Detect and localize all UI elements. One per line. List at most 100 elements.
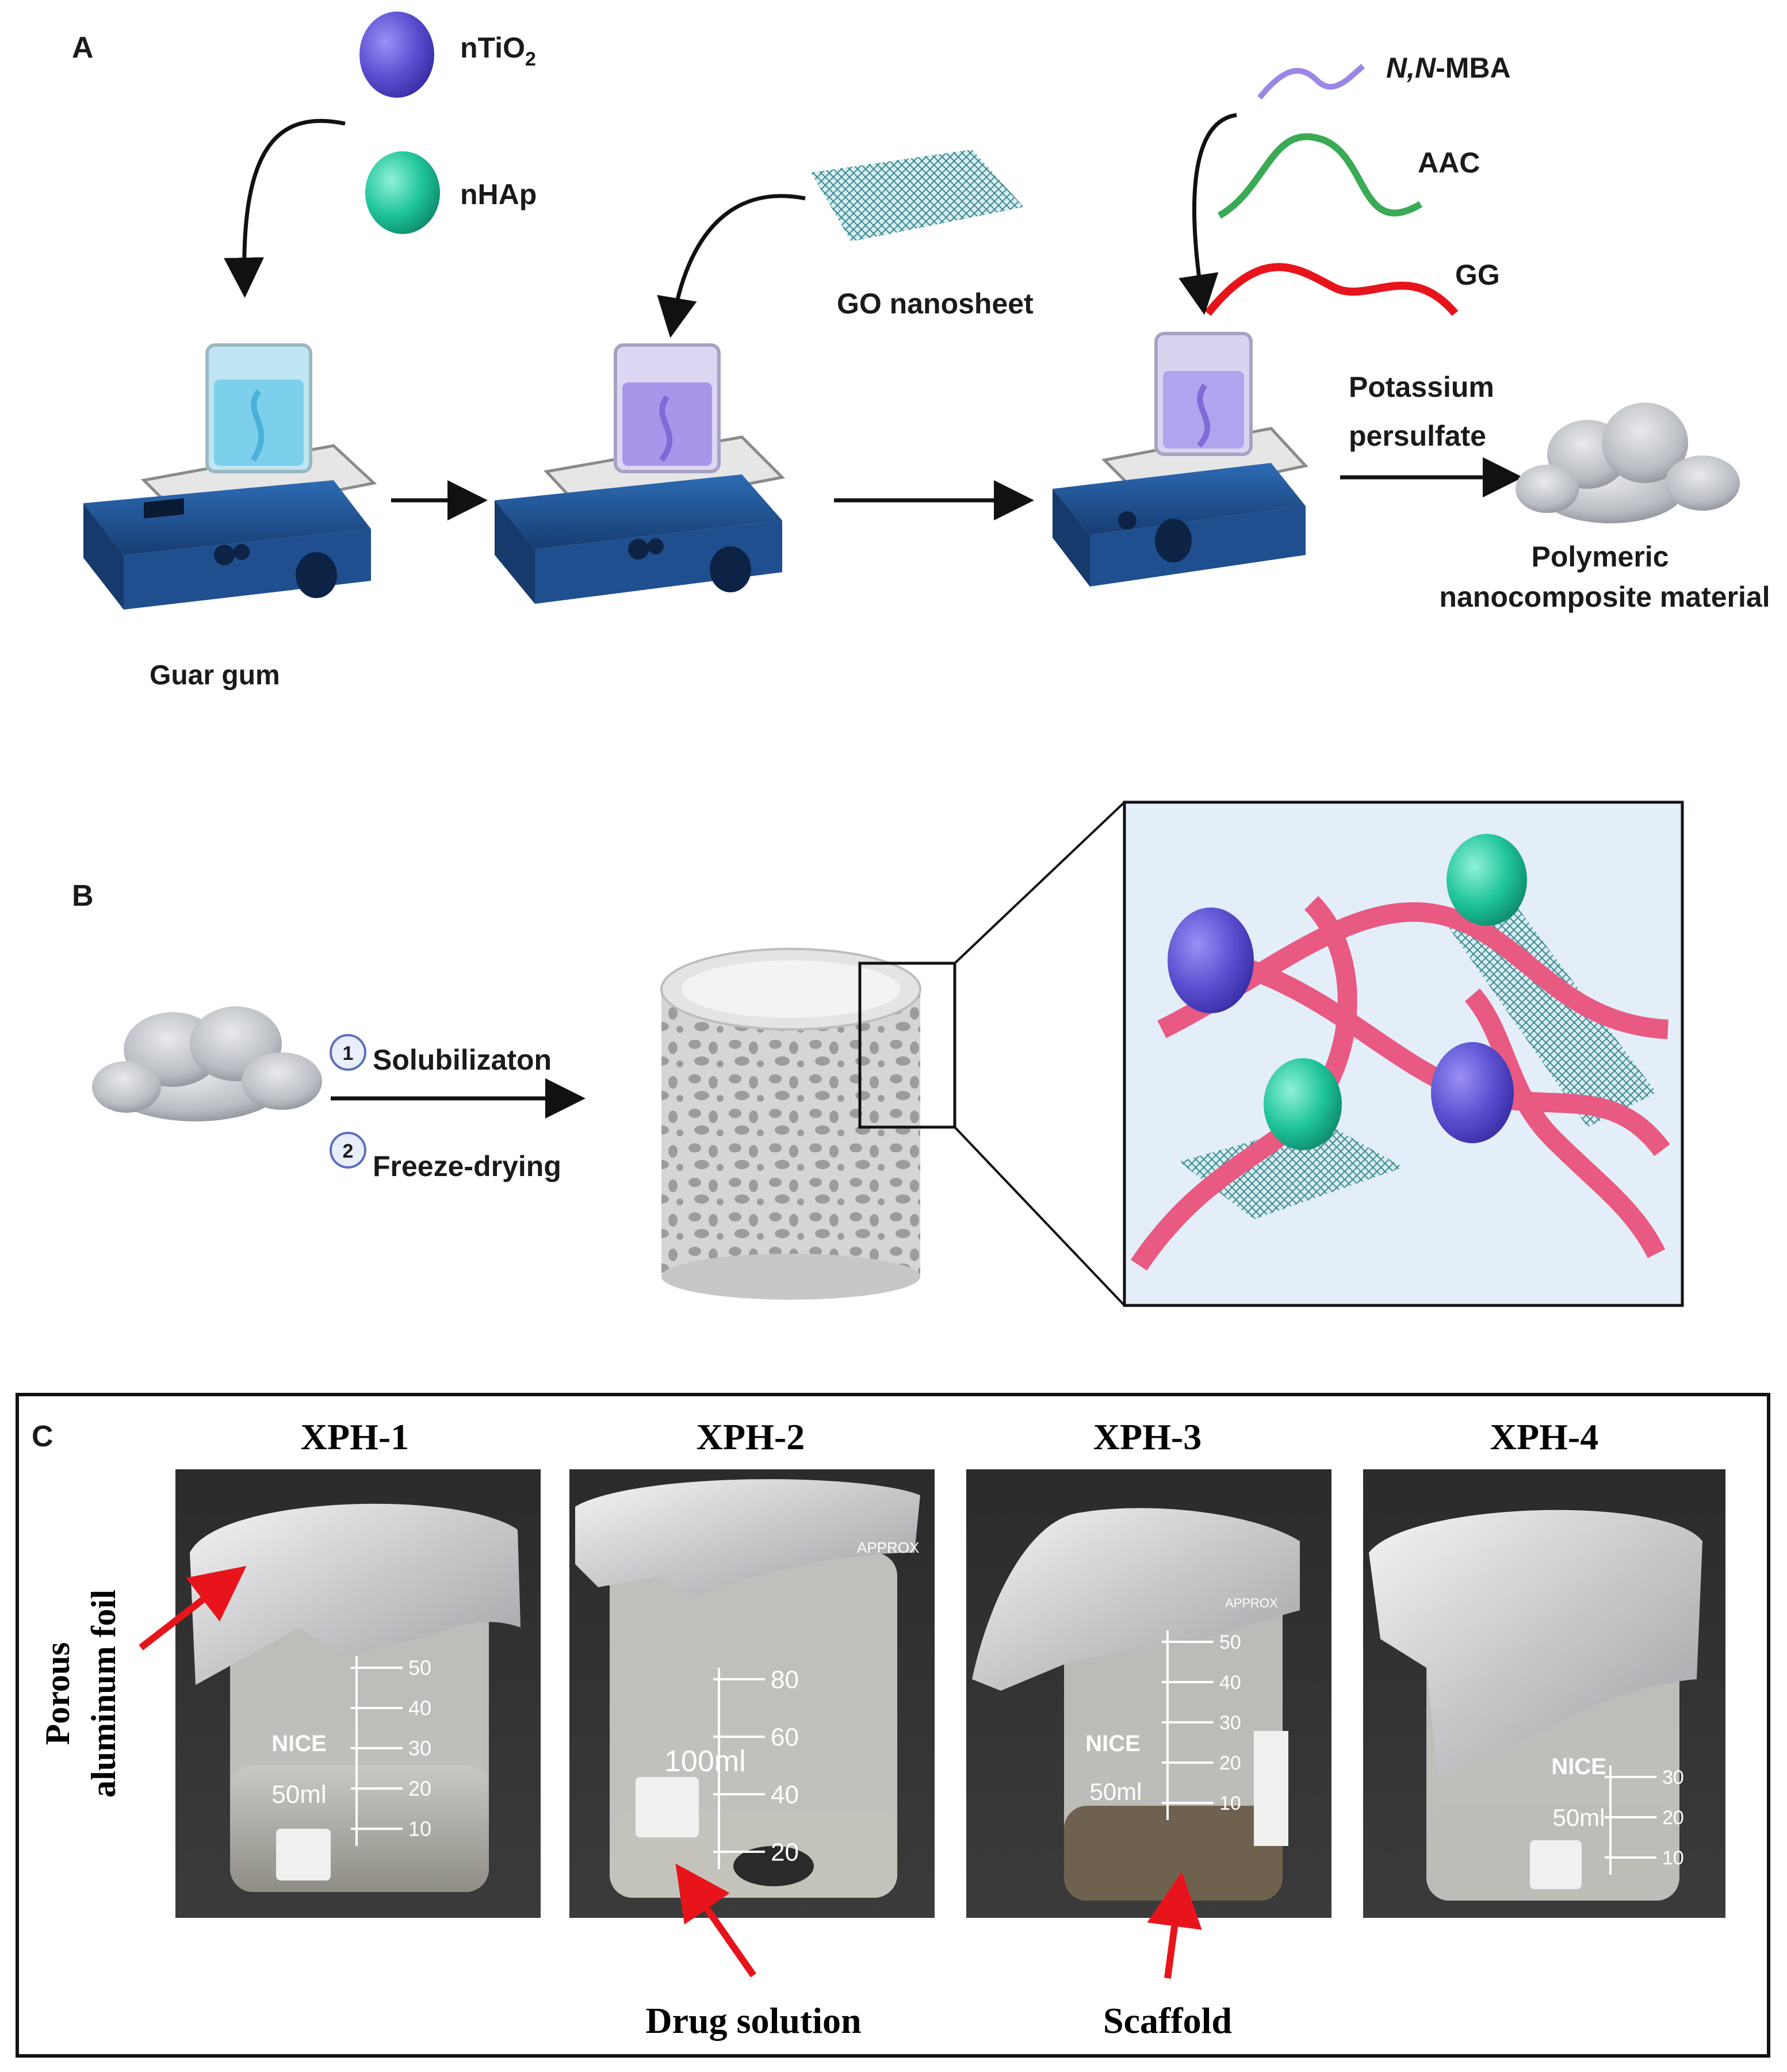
sample-title-xph2: XPH-2 [697,1416,805,1457]
step2-number: 2 [343,1140,354,1162]
sample-photo-xph1: NICE 50ml 50 40 30 20 10 [175,1469,541,1918]
hotplate-stirrer-2-icon [495,343,786,604]
aac-label: AAC [1418,147,1480,179]
ntio2-label: nTiO2 [460,32,536,70]
panel-c: C XPH-1 XPH-2 XPH-3 XPH-4 NICE 50ml 50 40… [16,1393,1770,2058]
scale-label: 50 [1219,1631,1241,1653]
scale-label: 20 [1219,1752,1241,1774]
product-line1-label: Polymeric [1531,541,1669,573]
polymer-cloud-b-icon [92,1006,322,1121]
step1-label: Solubilizaton [373,1044,552,1076]
scale-label: 30 [1219,1712,1241,1734]
zoom-line-top [954,801,1126,964]
scale-label: 40 [1219,1672,1241,1694]
foil-cover-2-icon [575,1479,920,1599]
persulfate-label: persulfate [1349,420,1486,452]
step2-label: Freeze-drying [373,1150,561,1182]
beaker-scale-xph3: 50 40 30 20 10 [1162,1630,1241,1820]
sample-photo-xph3: NICE 50ml APPROX 50 40 30 20 10 [966,1469,1331,1918]
scale-label: 20 [408,1777,431,1801]
ntio2-inset-1-icon [1168,907,1254,1013]
product-line2-label: nanocomposite material [1439,581,1770,613]
scaffold-label: Scaffold [1103,2000,1232,2041]
nnmba-chain-icon [1257,64,1365,100]
panel-b: B 1 Solubilizaton 2 Freeze-drying [72,801,1684,1307]
beaker-scale-xph1: 50 40 30 20 10 [351,1656,431,1846]
scale-label: 50 [408,1656,431,1680]
panel-c-letter: C [32,1420,53,1453]
panel-a-letter: A [72,31,94,64]
polymer-strand-4-icon [1464,988,1666,1258]
foil-cover-icon [190,1503,521,1685]
gg-label: GG [1455,259,1500,291]
beaker-scale-xph2: 80 60 40 20 [713,1665,799,1869]
step2-circle-icon [330,1132,366,1169]
nhap-inset-2-icon [1264,1058,1342,1150]
approx-xph2: APPROX [857,1539,919,1556]
red-arrow-scaffold-icon [1147,1871,1202,1979]
nhap-label: nHAp [460,178,537,210]
beaker-scale-xph4: 30 20 10 [1605,1765,1684,1875]
scale-label: 20 [1662,1807,1684,1829]
foil-cover-4-icon [1369,1510,1702,1777]
polymer-cloud-icon [1516,403,1740,523]
sample-title-xph1: XPH-1 [301,1416,409,1457]
beaker-brand-xph1: NICE [271,1731,327,1756]
sample-photo-xph4: NICE 50ml 30 20 10 [1363,1469,1725,1918]
scale-label: 30 [408,1737,431,1760]
beaker-volume-xph4: 50ml [1552,1804,1605,1831]
scale-label: 10 [1219,1793,1241,1814]
nhap-inset-1-icon [1447,834,1527,926]
step1-circle-icon [330,1034,366,1071]
porous-scaffold-icon [660,948,921,1300]
curved-arrow-icon [224,118,346,298]
scale-label: 80 [771,1665,799,1694]
scale-label: 40 [408,1696,431,1720]
sample-title-xph3: XPH-3 [1093,1416,1201,1457]
beaker-brand-xph4: NICE [1551,1754,1606,1779]
beaker-volume-xph1: 50ml [271,1780,326,1809]
beaker-volume-xph3: 50ml [1089,1778,1142,1805]
scale-label: 10 [408,1817,431,1841]
zoom-line-bottom [954,1126,1126,1307]
guar-gum-label: Guar gum [150,660,280,691]
panel-b-letter: B [72,879,94,913]
go-nanosheet-icon [811,150,1024,242]
nanocomposite-zoom-inset [1123,801,1684,1307]
hotplate-stirrer-3-icon [1053,332,1308,587]
scale-label: 10 [1662,1847,1684,1869]
sample-title-xph4: XPH-4 [1490,1416,1598,1457]
porous-foil-label-line2: aluminum foil [85,1590,123,1798]
aac-chain-icon [1218,133,1423,219]
ntio2-inset-2-icon [1431,1042,1514,1143]
red-arrow-foil-icon [139,1565,247,1650]
nnmba-label: N,N-MBA [1386,52,1511,84]
scale-label: 20 [771,1838,799,1866]
nhap-particle-icon [365,151,440,234]
curved-arrow-3-icon [1178,113,1237,315]
scale-label: 40 [771,1780,799,1809]
scale-label: 60 [771,1723,799,1751]
sample-photo-xph2: APPROX 100ml 80 60 40 20 [569,1469,935,1918]
beaker-volume-xph2: 100ml [664,1745,746,1778]
panel-a: A nTiO2 nHAp Guar gum GO nanosheet [72,12,1770,691]
go-nanosheet-label: GO nanosheet [837,288,1034,320]
beaker-brand-xph3: NICE [1085,1731,1141,1756]
go-sheet-inset-2-icon [1179,1121,1403,1219]
go-sheet-inset-1-icon [1444,909,1656,1127]
hotplate-stirrer-1-icon [83,343,377,610]
step1-number: 1 [343,1043,354,1064]
red-arrow-drug-icon [675,1863,756,1978]
curved-arrow-2-icon [657,194,806,338]
potassium-label: Potassium [1349,371,1494,403]
gg-chain-icon [1204,263,1459,316]
zoom-box [858,962,956,1129]
approx-xph3: APPROX [1225,1596,1278,1610]
porous-foil-label-line1: Porous [39,1642,76,1745]
ntio2-particle-icon [359,12,434,98]
drug-solution-label: Drug solution [645,2000,861,2041]
scale-label: 30 [1662,1767,1684,1788]
foil-cover-3-icon [972,1508,1300,1691]
